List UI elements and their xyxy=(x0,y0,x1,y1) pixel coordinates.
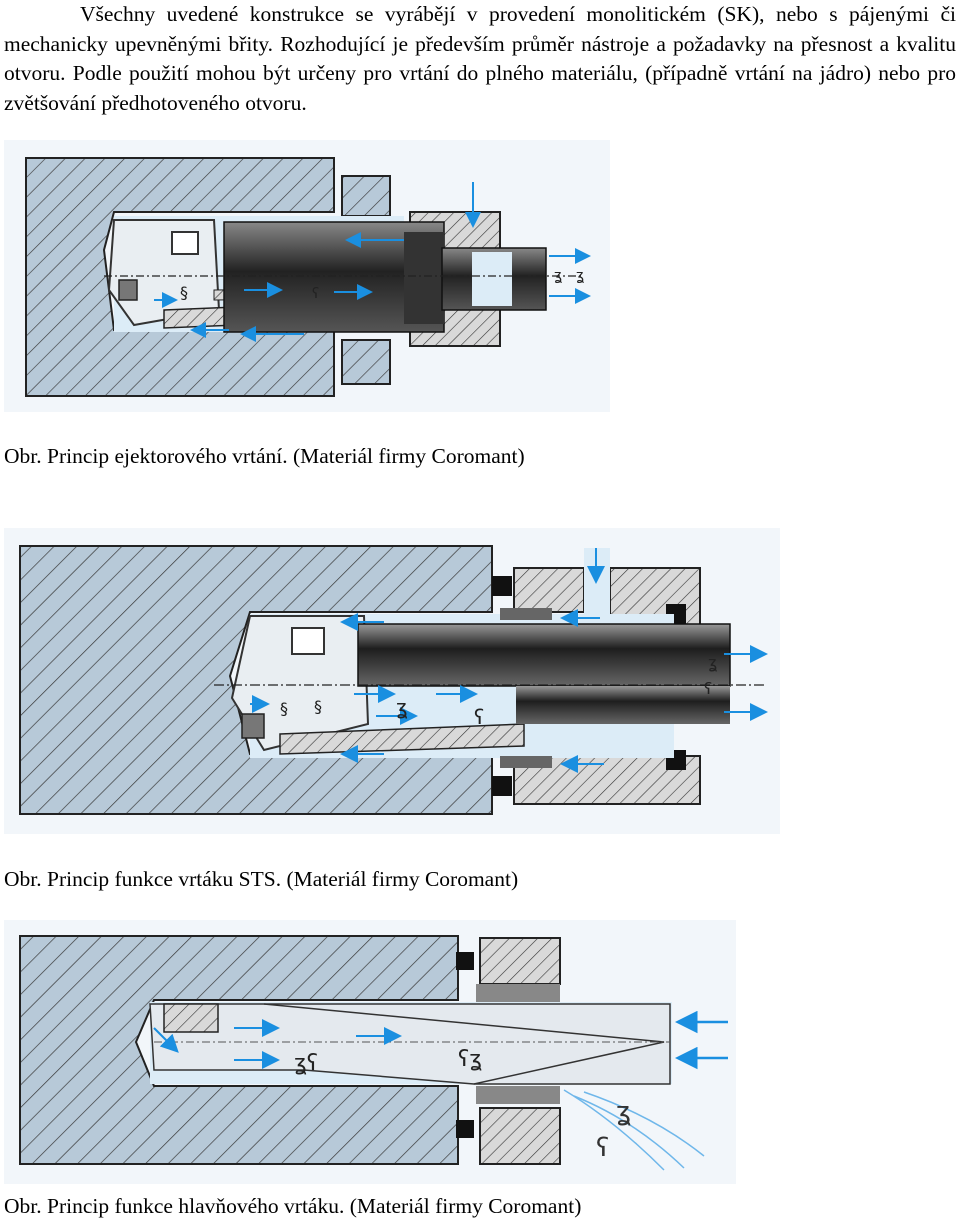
figure-ejector-drilling: § ʕ ʓ ʓ xyxy=(4,140,610,412)
sts-drill-illustration: § § ʓ ʕ ʓ ʕ xyxy=(4,528,780,834)
svg-text:ʓʕ: ʓʕ xyxy=(294,1051,318,1076)
body-paragraph: Všechny uvedené konstrukce se vyrábějí v… xyxy=(4,2,956,115)
figure-caption-ejector: Obr. Princip ejektorového vrtání. (Mater… xyxy=(4,444,525,468)
svg-text:ʓ: ʓ xyxy=(396,695,408,719)
svg-text:ʓ: ʓ xyxy=(554,268,562,284)
svg-text:ʕ: ʕ xyxy=(596,1133,609,1163)
svg-text:ʓ: ʓ xyxy=(616,1097,631,1127)
svg-text:ʕ: ʕ xyxy=(474,705,484,729)
figure-gun-drill: ʓʕ ʕʓ ʓ ʕ xyxy=(4,920,736,1184)
ejector-drilling-illustration: § ʕ ʓ ʓ xyxy=(4,140,610,412)
svg-text:ʓ: ʓ xyxy=(708,653,717,672)
svg-text:§: § xyxy=(314,697,322,716)
figure-caption-sts: Obr. Princip funkce vrtáku STS. (Materiá… xyxy=(4,867,519,891)
svg-text:ʕʓ: ʕʓ xyxy=(458,1047,482,1072)
figure-caption-gun-drill: Obr. Princip funkce hlavňového vrtáku. (… xyxy=(4,1194,582,1218)
svg-text:§: § xyxy=(280,699,288,718)
svg-text:ʕ: ʕ xyxy=(704,679,712,698)
svg-text:ʓ: ʓ xyxy=(576,268,584,284)
figure-sts-drill: § § ʓ ʕ ʓ ʕ xyxy=(4,528,780,834)
gun-drill-illustration: ʓʕ ʕʓ ʓ ʕ xyxy=(4,920,736,1184)
svg-text:ʕ: ʕ xyxy=(312,286,319,302)
svg-text:§: § xyxy=(180,283,188,302)
